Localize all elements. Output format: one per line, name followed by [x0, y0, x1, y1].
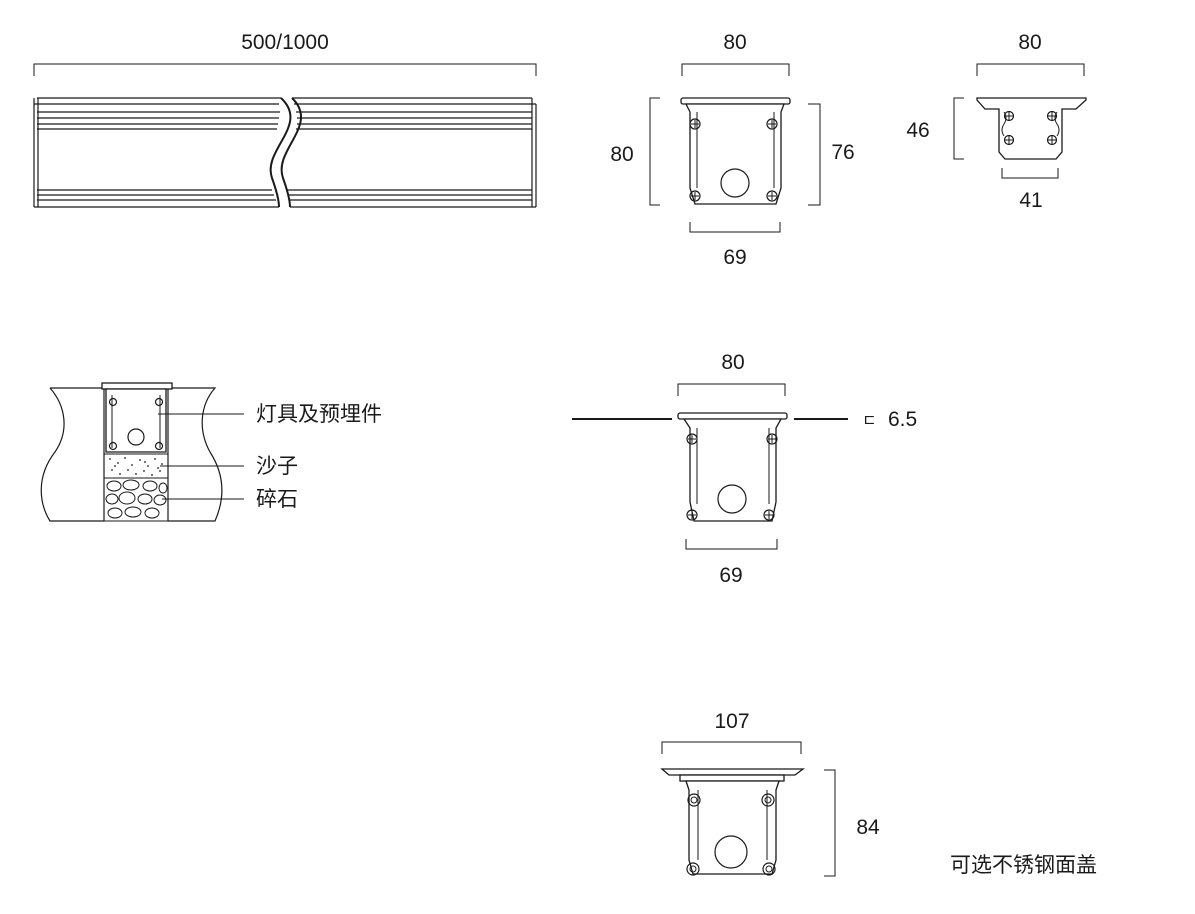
v2-top-dimension: 80: [1018, 31, 1041, 54]
screw-icon: [686, 433, 778, 521]
v3-bottom-dimension: 69: [719, 564, 742, 587]
end-view-3: 80 ㄷ 6.5 69: [572, 351, 917, 587]
v3-thickness-symbol: ㄷ: [862, 413, 877, 430]
cable-hole-icon: [714, 835, 748, 869]
v3-top-dimension: 80: [721, 351, 744, 374]
screw-icon: [689, 118, 778, 202]
cable-hole-icon: [717, 484, 747, 514]
cable-hole-icon: [720, 168, 750, 198]
fixture-label: 灯具及预埋件: [256, 402, 382, 426]
end-view-1: 80 80 76 69: [610, 31, 854, 269]
v4-right-dimension: 84: [856, 816, 880, 839]
v3-thickness-dimension: 6.5: [888, 408, 917, 431]
v1-left-dimension: 80: [610, 143, 633, 166]
v1-right-dimension: 76: [831, 141, 854, 164]
v2-left-dimension: 46: [906, 119, 929, 142]
sand-label: 沙子: [256, 454, 298, 478]
v2-bottom-dimension: 41: [1019, 189, 1042, 212]
stainless-cover-label: 可选不锈钢面盖: [950, 853, 1097, 877]
v1-bottom-dimension: 69: [723, 246, 746, 269]
screw-icon: [1003, 110, 1058, 146]
installation-section: 灯具及预埋件 沙子 碎石: [40, 382, 382, 522]
end-view-2: 80 46 41: [906, 31, 1087, 212]
v1-top-dimension: 80: [723, 31, 746, 54]
v4-top-dimension: 107: [714, 710, 749, 733]
profile-side-view: 500/1000: [33, 31, 537, 208]
end-view-4: 107 84 可选不锈钢面盖: [660, 710, 1097, 877]
length-dimension: 500/1000: [241, 31, 329, 54]
screw-icon: [686, 793, 776, 876]
gravel-label: 碎石: [256, 487, 298, 511]
